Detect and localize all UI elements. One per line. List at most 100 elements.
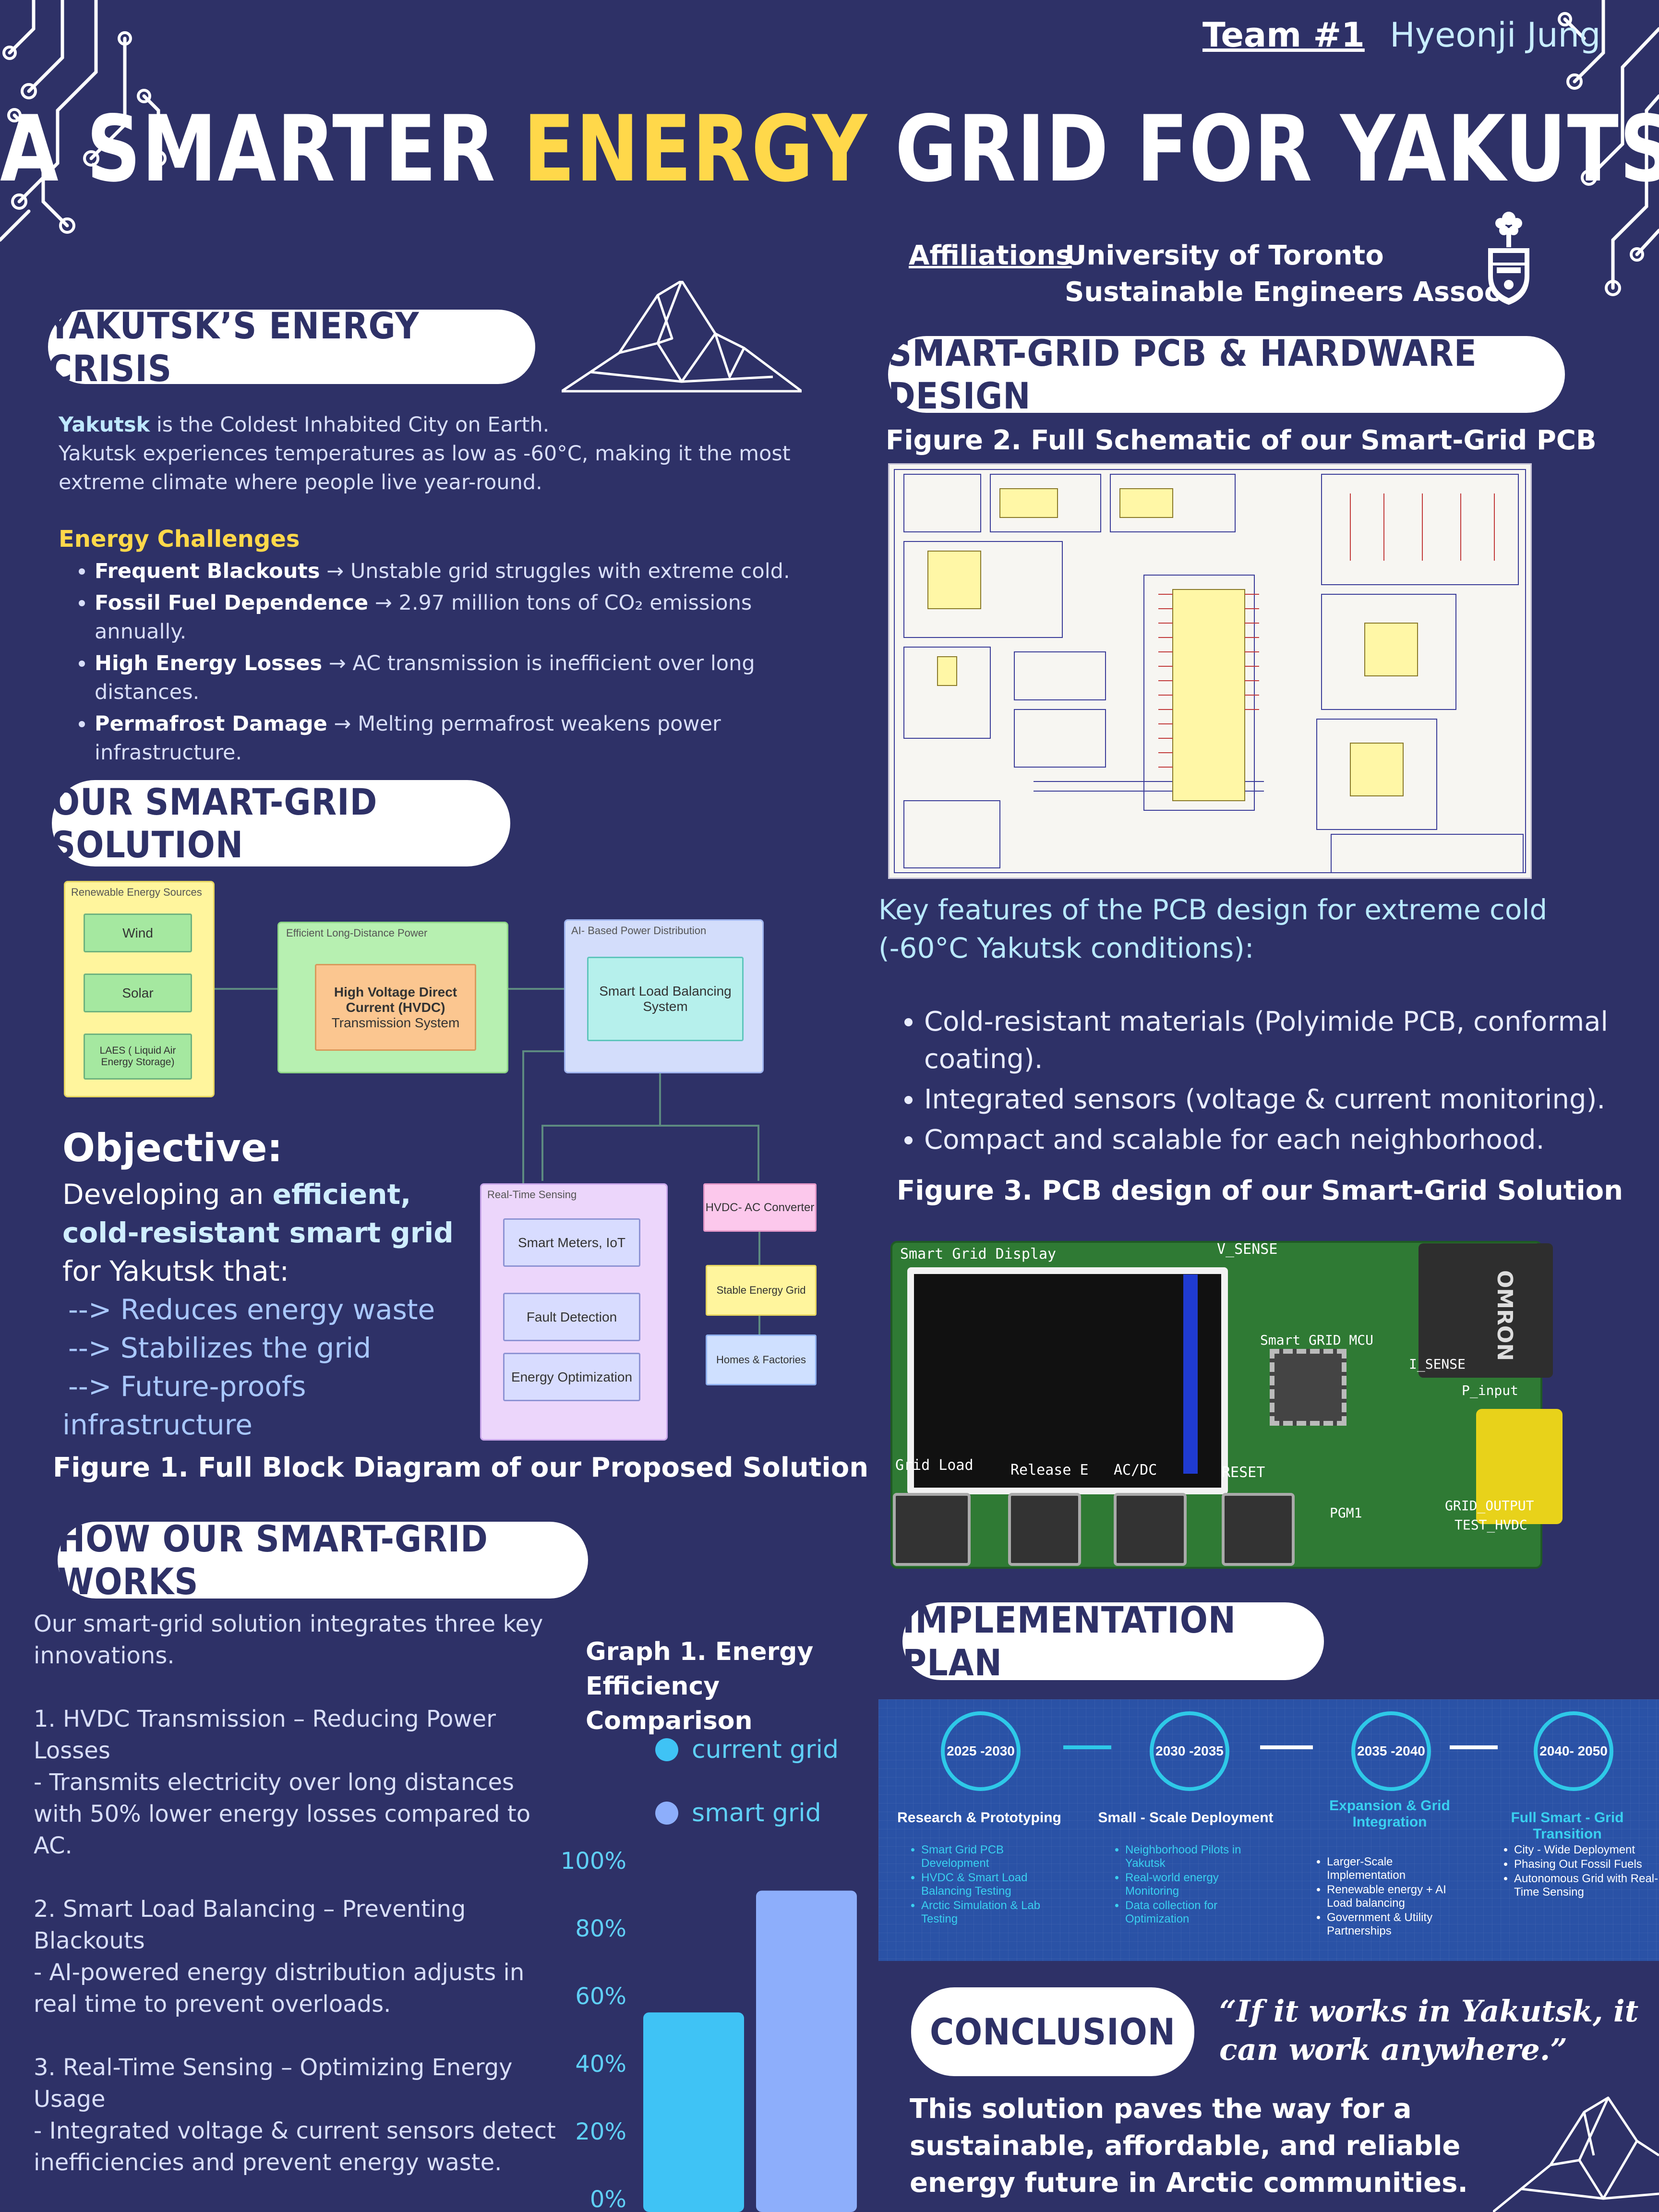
energy-efficiency-bar-chart: 0%20%40%60%80%100% xyxy=(561,1848,857,2212)
fault-detection-box: Fault Detection xyxy=(503,1293,640,1341)
hvdc-subtitle: Transmission System xyxy=(331,1015,460,1030)
push-button-2 xyxy=(1008,1493,1081,1566)
list-item: Government & Utility Partnerships xyxy=(1327,1911,1471,1938)
legend-swatch-smart xyxy=(655,1802,678,1825)
crisis-heading: YAKUTSK’S ENERGY CRISIS xyxy=(48,304,535,390)
board-label-grid-load: Grid Load xyxy=(895,1457,974,1474)
list-item: Neighborhood Pilots in Yakutsk xyxy=(1125,1843,1269,1870)
challenge-title: Fossil Fuel Dependence xyxy=(95,591,369,615)
phase-3-circle: 2035 -2040 xyxy=(1351,1711,1431,1791)
phase-1-items: Smart Grid PCB Development HVDC & Smart … xyxy=(905,1843,1060,1927)
objective-heading: Objective: xyxy=(62,1126,283,1170)
challenge-text: → 2.97 million tons of CO₂ emissions ann… xyxy=(95,591,752,644)
phase-2-items: Neighborhood Pilots in Yakutsk Real-worl… xyxy=(1109,1843,1269,1927)
y-tick-label: 60% xyxy=(575,1983,626,2010)
challenge-title: Permafrost Damage xyxy=(95,712,327,736)
conclusion-heading: CONCLUSION xyxy=(911,1987,1194,2076)
board-label-grid-output: GRID_OUTPUT xyxy=(1445,1498,1534,1514)
board-label-test-hvdc: TEST_HVDC xyxy=(1455,1517,1527,1533)
relay xyxy=(1419,1243,1553,1378)
phase-4-circle: 2040- 2050 xyxy=(1534,1711,1613,1791)
conclusion-quote: “If it works in Yakutsk, it can work any… xyxy=(1219,1994,1639,2067)
challenges-heading: Energy Challenges xyxy=(59,526,300,553)
list-item: Integrated sensors (voltage & current mo… xyxy=(924,1081,1654,1118)
team-label: Team #1 xyxy=(1202,15,1365,55)
board-label-release: Release E xyxy=(1010,1462,1089,1479)
wind-box: Wind xyxy=(84,914,192,952)
homes-factories-box: Homes & Factories xyxy=(706,1334,817,1385)
title-part-1: A SMARTER xyxy=(0,96,524,202)
list-item: Arctic Simulation & Lab Testing xyxy=(921,1899,1060,1926)
push-button-1 xyxy=(893,1493,971,1566)
y-tick-label: 40% xyxy=(575,2051,626,2078)
smart-load-box: Smart Load Balancing System xyxy=(587,957,744,1041)
phase-4-items: City - Wide Deployment Phasing Out Fossi… xyxy=(1498,1843,1659,1900)
phase-1-title: Research & Prototyping xyxy=(897,1810,1061,1826)
board-label-v-sense: V_SENSE xyxy=(1217,1241,1278,1258)
list-item: City - Wide Deployment xyxy=(1514,1843,1659,1857)
objective-text: Developing an efficient, cold-resistant … xyxy=(62,1175,461,1290)
renewable-label: Renewable Energy Sources xyxy=(71,886,202,898)
implementation-timeline: 2025 -2030 2030 -2035 2035 -2040 2040- 2… xyxy=(878,1699,1659,1961)
circuit-decoration-left xyxy=(0,0,167,242)
list-item: Cold-resistant materials (Polyimide PCB,… xyxy=(924,1003,1654,1078)
mcu-chip xyxy=(1270,1349,1346,1426)
challenge-text: → Melting permafrost weakens power infra… xyxy=(95,712,721,765)
solution-heading: OUR SMART-GRID SOLUTION xyxy=(52,780,510,866)
pcb-features-intro: Key features of the PCB design for extre… xyxy=(878,893,1548,964)
legend-item-current: current grid xyxy=(655,1733,839,1767)
objective-bold-2: cold-resistant smart grid xyxy=(62,1216,454,1249)
challenge-title: High Energy Losses xyxy=(95,651,323,675)
university-crest-icon xyxy=(1488,212,1529,305)
pcb-features-list: Cold-resistant materials (Polyimide PCB,… xyxy=(890,1003,1654,1162)
push-button-4 xyxy=(1222,1493,1295,1566)
list-item: High Energy Losses → AC transmission is … xyxy=(95,649,810,707)
how-heading: HOW OUR SMART-GRID WORKS xyxy=(58,1517,588,1603)
list-item: --> Stabilizes the grid xyxy=(68,1332,372,1364)
hvdc-ac-converter-box: HVDC- AC Converter xyxy=(703,1183,817,1232)
list-item: Frequent Blackouts → Unstable grid strug… xyxy=(95,557,810,586)
bar-smart-grid xyxy=(756,1890,857,2212)
how-item-3-title: 3. Real-Time Sensing – Optimizing Energy… xyxy=(34,2054,513,2113)
real-time-sensing-block: Real-Time Sensing Smart Meters, IoT Faul… xyxy=(480,1183,668,1441)
how-item-2-desc: - AI-powered energy distribution adjusts… xyxy=(34,1959,525,2018)
ai-label: AI- Based Power Distribution xyxy=(571,925,707,937)
y-tick-label: 100% xyxy=(561,1848,626,1875)
schematic-drawing xyxy=(894,469,1526,873)
list-item: Larger-Scale Implementation xyxy=(1327,1855,1471,1882)
board-label-pgm: PGM1 xyxy=(1330,1505,1362,1521)
efficient-label: Efficient Long-Distance Power xyxy=(286,927,428,939)
list-item: HVDC & Smart Load Balancing Testing xyxy=(921,1871,1060,1898)
intro-text: is the Coldest Inhabited City on Earth. xyxy=(150,413,550,437)
challenge-text: → Unstable grid struggles with extreme c… xyxy=(320,559,790,583)
title-part-2: GRID FOR YAKUTSK xyxy=(867,96,1659,202)
legend-item-smart: smart grid xyxy=(655,1796,839,1830)
mountain-icon xyxy=(562,281,802,393)
list-item: Data collection for Optimization xyxy=(1125,1899,1269,1926)
list-item: Phasing Out Fossil Fuels xyxy=(1514,1858,1659,1871)
phase-3-items: Larger-Scale Implementation Renewable en… xyxy=(1310,1855,1471,1939)
objectives-list: --> Reduces energy waste --> Stabilizes … xyxy=(62,1290,435,1444)
smart-meters-box: Smart Meters, IoT xyxy=(503,1218,640,1267)
power-connector xyxy=(1476,1409,1563,1524)
phase-3-title: Expansion & Grid Integration xyxy=(1329,1798,1450,1830)
chart-legend: current grid smart grid xyxy=(655,1733,839,1830)
phase-2-title: Small - Scale Deployment xyxy=(1098,1810,1274,1826)
legend-label-current: current grid xyxy=(692,1735,839,1764)
affiliations-label: Affiliations xyxy=(909,240,1072,271)
how-item-2-title: 2. Smart Load Balancing – Preventing Bla… xyxy=(34,1896,466,1954)
push-button-3 xyxy=(1114,1493,1187,1566)
lcd-display xyxy=(907,1267,1228,1494)
challenge-text: → AC transmission is inefficient over lo… xyxy=(95,651,755,704)
pcb-heading: SMART-GRID PCB & HARDWARE DESIGN xyxy=(888,332,1565,417)
list-item: Permafrost Damage → Melting permafrost w… xyxy=(95,709,810,767)
ai-distribution-block: AI- Based Power Distribution Smart Load … xyxy=(564,919,764,1073)
board-label-p-input: P_input xyxy=(1462,1382,1519,1398)
y-tick-label: 80% xyxy=(575,1915,626,1942)
implementation-heading: IMPLEMENTATION PLAN xyxy=(902,1599,1324,1684)
list-item: --> Future-proofs xyxy=(68,1370,306,1403)
challenge-title: Frequent Blackouts xyxy=(95,559,320,583)
pcb-board-image: Smart Grid Display V_SENSE Smart GRID MC… xyxy=(890,1231,1563,1569)
list-item: --> Reduces energy waste xyxy=(68,1293,435,1326)
how-item-1-title: 1. HVDC Transmission – Reducing Power Lo… xyxy=(34,1706,496,1764)
